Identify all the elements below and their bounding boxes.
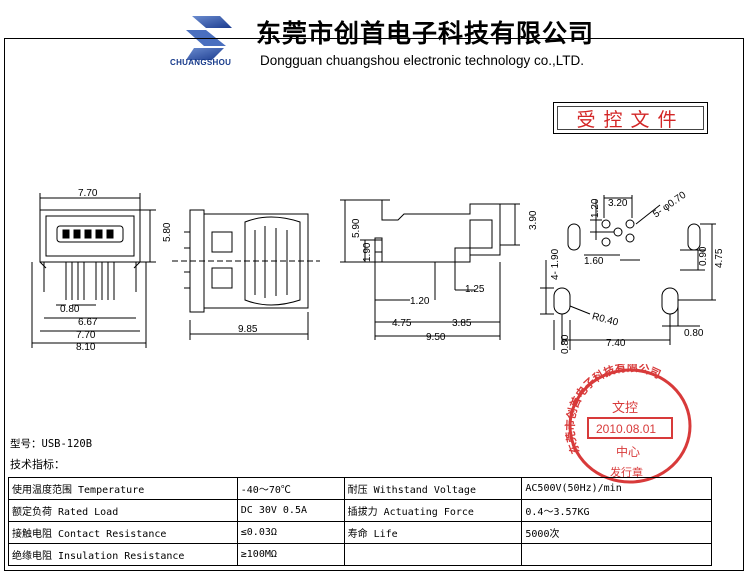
stamp-date: 2010.08.01 xyxy=(596,422,656,436)
dim-fp-hole: 5- φ0.70 xyxy=(651,189,688,220)
spec-cell: 寿命 Life xyxy=(343,521,523,544)
dim-fp-475: 4.75 xyxy=(714,248,725,268)
dim-front-top: 7.70 xyxy=(78,188,98,199)
front-view xyxy=(31,193,156,348)
dim-fp-320: 3.20 xyxy=(608,198,628,209)
table-row: 接触电阻 Contact Resistance ≤0.03Ω 寿命 Life 5… xyxy=(8,521,712,544)
dim-fp-160: 1.60 xyxy=(584,256,604,267)
stamp-bottom: 发行章 xyxy=(610,465,643,479)
drawing-frame xyxy=(4,38,744,571)
dim-profile-d3: 4.75 xyxy=(392,318,412,329)
dim-profile-h2: 3.90 xyxy=(528,210,539,230)
company-name-cn: 东莞市创首电子科技有限公司 xyxy=(256,19,595,48)
spec-cell xyxy=(343,543,523,566)
dim-fp-r040: R0.40 xyxy=(591,311,620,329)
dim-front-side: 5.80 xyxy=(162,222,173,242)
dim-front-pitch: 0.80 xyxy=(60,304,80,315)
logo-text: CHUANGSHOU xyxy=(170,58,232,67)
spec-cell: DC 30V 0.5A xyxy=(236,499,345,522)
spec-cell: 接触电阻 Contact Resistance xyxy=(8,521,238,544)
dim-fp-080b: 0.80 xyxy=(684,328,704,339)
table-row: 额定负荷 Rated Load DC 30V 0.5A 插拔力 Actuatin… xyxy=(8,499,712,522)
red-seal-stamp: 东莞市创首电子科技有限公司 文控 2010.08.01 中心 发行章 xyxy=(563,364,692,484)
company-logo xyxy=(186,16,232,60)
spec-title: 技术指标： xyxy=(10,458,65,471)
spec-cell: -40～70℃ xyxy=(236,477,345,500)
spec-cell: 绝缘电阻 Insulation Resistance xyxy=(8,543,238,566)
controlled-document-label: 受控文件 xyxy=(553,102,708,134)
dim-side-length: 9.85 xyxy=(238,324,258,335)
spec-cell xyxy=(521,543,712,566)
dim-fp-740: 7.40 xyxy=(606,338,626,349)
spec-cell: 5000次 xyxy=(521,521,712,544)
spec-cell: 0.4～3.57KG xyxy=(521,499,712,522)
dim-fp-190: 4- 1.90 xyxy=(550,248,561,280)
dim-profile-h3: 1.90 xyxy=(362,242,373,262)
footprint-view xyxy=(540,195,716,350)
dim-profile-d5: 9.50 xyxy=(426,332,446,343)
dim-profile-d2: 1.25 xyxy=(465,284,485,295)
dim-profile-d4: 3.85 xyxy=(452,318,472,329)
dim-profile-d1: 1.20 xyxy=(410,296,430,307)
spec-cell: AC500V(50Hz)/min xyxy=(521,477,712,500)
spec-cell: 耐压 Withstand Voltage xyxy=(343,477,523,500)
profile-view xyxy=(340,199,520,340)
dim-front-b1: 6.67 xyxy=(78,317,98,328)
table-row: 使用温度范围 Temperature -40～70℃ 耐压 Withstand … xyxy=(8,477,712,500)
spec-cell: ≤0.03Ω xyxy=(236,521,345,544)
table-row: 绝缘电阻 Insulation Resistance ≥100MΩ xyxy=(8,543,712,566)
spec-cell: 插拔力 Actuating Force xyxy=(343,499,523,522)
dim-front-b2: 7.70 xyxy=(76,330,96,341)
stamp-top: 文控 xyxy=(612,401,638,416)
spec-table: 使用温度范围 Temperature -40～70℃ 耐压 Withstand … xyxy=(8,477,712,566)
stamp-mid: 中心 xyxy=(616,444,640,459)
dim-profile-h1: 5.90 xyxy=(351,218,362,238)
dim-fp-120: 1.20 xyxy=(590,198,601,218)
company-name-en: Dongguan chuangshou electronic technolog… xyxy=(260,53,584,68)
model-number: 型号：USB-120B xyxy=(10,438,93,450)
dim-fp-080a: 0.80 xyxy=(560,334,571,354)
side-view xyxy=(172,209,320,340)
spec-cell: ≥100MΩ xyxy=(236,543,345,566)
spec-cell: 额定负荷 Rated Load xyxy=(8,499,238,522)
dim-fp-090: 0.90 xyxy=(698,246,709,266)
dim-front-b3: 8.10 xyxy=(76,342,96,353)
spec-cell: 使用温度范围 Temperature xyxy=(8,477,238,500)
